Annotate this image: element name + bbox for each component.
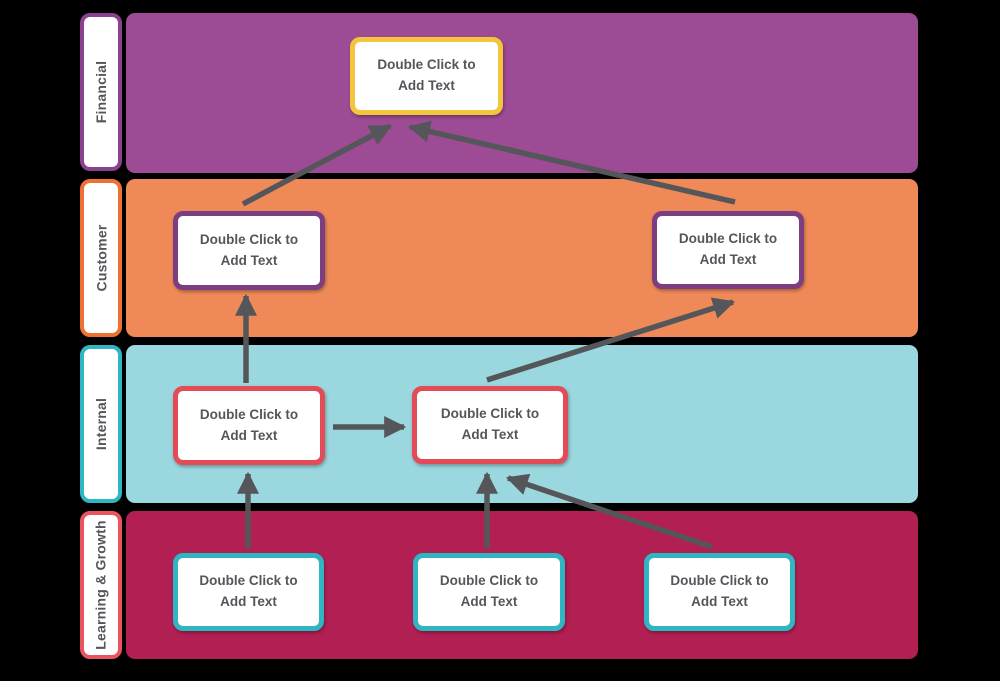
- lane-label-internal[interactable]: Internal: [80, 345, 122, 503]
- lane-label-financial[interactable]: Financial: [80, 13, 122, 171]
- node-financial-1[interactable]: Double Click to Add Text: [350, 37, 503, 115]
- connector-internal-center-to-customer-right[interactable]: [486, 297, 736, 383]
- node-internal-left-text: Double Click to Add Text: [199, 406, 299, 443]
- connector-learning-right-to-internal-center[interactable]: [505, 473, 713, 550]
- node-learning-right[interactable]: Double Click to Add Text: [644, 553, 795, 631]
- node-learning-left[interactable]: Double Click to Add Text: [173, 553, 324, 631]
- node-customer-right[interactable]: Double Click to Add Text: [652, 211, 804, 289]
- node-learning-right-text: Double Click to Add Text: [670, 573, 769, 609]
- lane-label-learning-growth[interactable]: Learning & Growth: [80, 511, 122, 659]
- node-customer-left-text: Double Click to Add Text: [199, 231, 299, 268]
- node-learning-center-text: Double Click to Add Text: [439, 573, 539, 609]
- node-internal-left[interactable]: Double Click to Add Text: [173, 386, 325, 465]
- node-internal-center[interactable]: Double Click to Add Text: [412, 386, 568, 464]
- connector-customer-left-to-financial[interactable]: [241, 123, 392, 207]
- lane-band-financial[interactable]: [126, 13, 918, 173]
- node-internal-center-text: Double Click to Add Text: [440, 406, 540, 442]
- node-financial-1-text: Double Click to Add Text: [377, 57, 476, 93]
- node-learning-center[interactable]: Double Click to Add Text: [413, 553, 565, 631]
- node-customer-right-text: Double Click to Add Text: [678, 231, 778, 267]
- lane-label-customer[interactable]: Customer: [80, 179, 122, 337]
- connector-customer-right-to-financial[interactable]: [407, 120, 736, 205]
- node-customer-left[interactable]: Double Click to Add Text: [173, 211, 325, 290]
- node-learning-left-text: Double Click to Add Text: [199, 573, 298, 609]
